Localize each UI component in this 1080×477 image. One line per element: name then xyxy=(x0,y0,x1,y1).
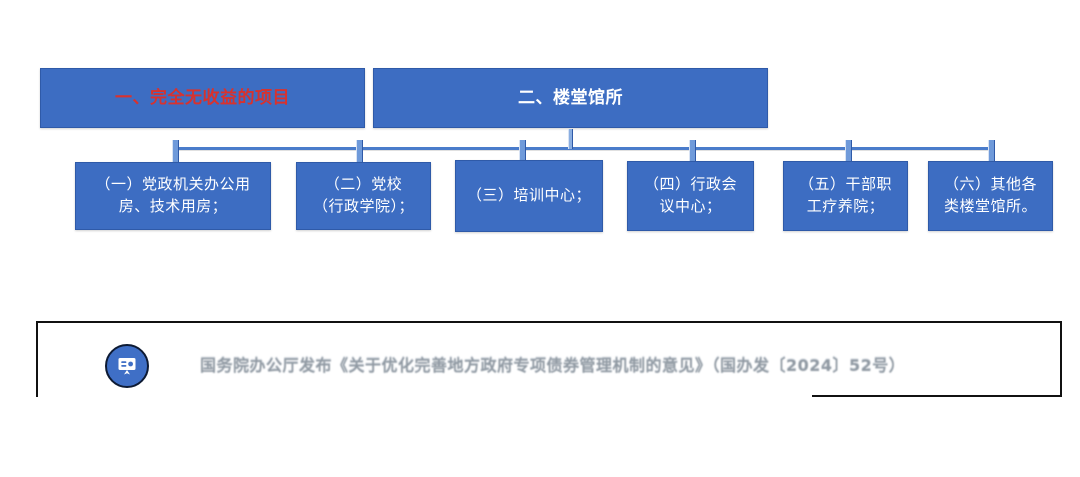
connector-bus xyxy=(175,147,993,150)
leaf-box-3-label: （三）培训中心； xyxy=(466,186,591,205)
leaf-box-4[interactable]: （四）行政会 议中心； xyxy=(627,161,754,231)
connector-drop-5 xyxy=(845,140,852,162)
header-box-1-label: 一、完全无收益的项目 xyxy=(115,87,290,108)
leaf-box-5[interactable]: （五）干部职 工疗养院； xyxy=(783,161,908,231)
caption-frame-left xyxy=(36,321,38,397)
leaf-box-1[interactable]: （一）党政机关办公用 房、技术用房； xyxy=(75,162,271,230)
leaf-box-6-label: （六）其他各 类楼堂馆所。 xyxy=(943,175,1037,215)
header-box-2[interactable]: 二、楼堂馆所 xyxy=(373,68,768,128)
caption-text: 国务院办公厅发布《关于优化完善地方政府专项债券管理机制的意见》（国办发〔2024… xyxy=(200,356,906,375)
connector-drop-6 xyxy=(988,140,995,162)
header-box-1[interactable]: 一、完全无收益的项目 xyxy=(40,68,365,128)
caption-frame-right xyxy=(1060,321,1062,397)
leaf-box-3[interactable]: （三）培训中心； xyxy=(455,160,603,232)
caption-frame-bottom xyxy=(812,395,1062,397)
leaf-box-1-label: （一）党政机关办公用 房、技术用房； xyxy=(95,175,251,215)
connector-head2-stub xyxy=(568,129,573,149)
connector-drop-1 xyxy=(172,140,179,162)
leaf-box-4-label: （四）行政会 议中心； xyxy=(643,175,737,215)
connector-drop-4 xyxy=(689,140,696,162)
leaf-box-5-label: （五）干部职 工疗养院； xyxy=(798,175,892,215)
header-box-2-label: 二、楼堂馆所 xyxy=(518,87,623,108)
leaf-box-2[interactable]: （二）党校 （行政学院）； xyxy=(296,162,431,230)
presentation-board-icon xyxy=(105,344,149,388)
leaf-box-6[interactable]: （六）其他各 类楼堂馆所。 xyxy=(928,161,1053,231)
connector-drop-2 xyxy=(356,140,363,162)
leaf-box-2-label: （二）党校 （行政学院）； xyxy=(312,175,414,215)
caption-frame-top xyxy=(36,321,1062,323)
connector-drop-3 xyxy=(519,140,526,162)
